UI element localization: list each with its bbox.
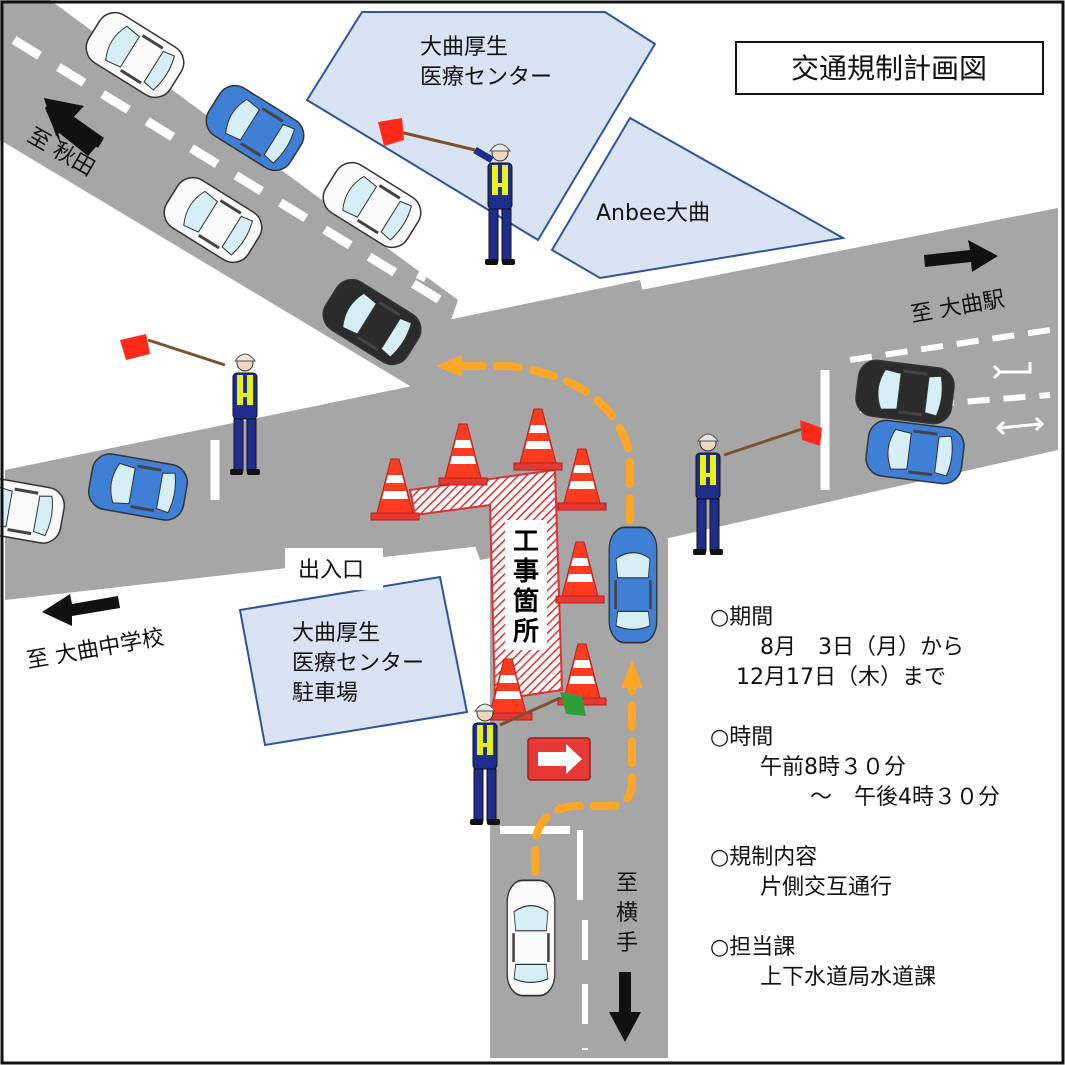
content-heading: ○規制内容 [710,845,817,870]
medical-center-label-2: 医療センター [420,65,552,90]
direction-yokote-1: 至 [616,871,638,896]
arrow-left-icon [42,594,120,626]
anbee-building [550,116,846,280]
flag-guard-west [120,334,261,476]
entrance-label: 出入口 [298,558,364,583]
dept-heading: ○担当課 [710,935,795,960]
arrow-right-icon [924,240,998,272]
flag-guard-south [469,692,586,826]
detour-arrowhead-left-icon [436,355,462,377]
flag-guard-north [378,118,516,266]
title-box [735,41,1044,95]
content-value: 片側交互通行 [760,875,892,900]
info-panel: ○期間 8月 3日（月）から 12月17日（木）まで ○時間 午前8時３０分 ～… [710,605,1000,990]
medical-center-building [305,11,657,242]
construction-label-bg [505,520,547,650]
page-title: 交通規制計画図 [791,52,987,85]
dept-value: 上下水道局水道課 [760,965,936,990]
construction-char-2: 事 [513,557,539,587]
time-line-1: 午前8時３０分 [760,755,906,780]
detour-arrowhead-up-icon [621,660,643,688]
time-line-2: ～ 午後4時３０分 [810,785,1000,810]
medical-center-label-1: 大曲厚生 [420,35,508,60]
car-black-icon [853,357,957,427]
time-heading: ○時間 [710,725,773,750]
construction-char-3: 箇 [513,586,539,617]
construction-char-4: 所 [513,617,539,647]
parking-label-3: 駐車場 [292,681,358,706]
right-arrow-sign-icon [527,737,591,781]
direction-yokote-3: 手 [616,931,638,956]
arrow-down-icon [609,972,641,1042]
road-to-omagari-jhs [5,372,490,600]
parking-label-1: 大曲厚生 [292,621,380,646]
arrow-up-left-icon [44,98,104,156]
anbee-label: Anbee大曲 [596,201,710,226]
car-blue-icon [863,417,967,487]
car-blue-icon [608,526,658,644]
period-line-1: 8月 3日（月）から [760,635,964,660]
direction-omagari-jhs: 至 大曲中学校 [25,625,166,674]
entrance-box [285,548,383,590]
period-line-2: 12月17日（木）まで [736,665,946,690]
lane-markings [11,36,1051,1050]
construction-char-1: 工 [513,527,539,557]
direction-yokote-2: 横 [616,901,638,926]
lane-arrow-icons [992,362,1045,436]
car-white-icon [506,879,556,997]
detour-route [458,362,636,876]
period-heading: ○期間 [710,605,773,630]
parking-label-2: 医療センター [292,651,424,676]
flag-guard-east [692,420,822,556]
